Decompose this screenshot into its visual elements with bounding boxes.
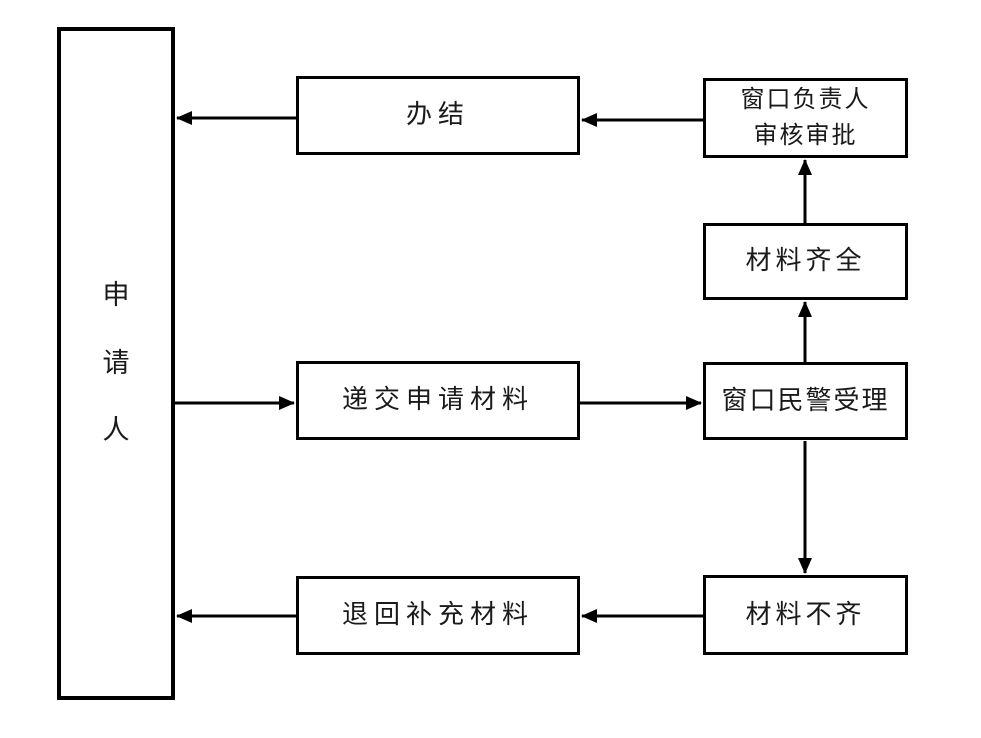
node-window-leader-review: 窗口负责人 审核审批 <box>703 78 908 158</box>
node-return-supplement-label: 退回补充材料 <box>341 600 534 630</box>
node-materials-incomplete: 材料不齐 <box>703 575 908 655</box>
node-window-leader-line2: 审核审批 <box>753 123 858 149</box>
node-materials-complete: 材料齐全 <box>703 223 908 300</box>
node-materials-incomplete-label: 材料不齐 <box>745 599 866 629</box>
node-window-leader-label: 窗口负责人 审核审批 <box>741 85 871 151</box>
node-window-police-accept: 窗口民警受理 <box>703 362 908 440</box>
node-complete: 办结 <box>296 76 580 155</box>
node-window-leader-line1: 窗口负责人 <box>740 87 871 113</box>
node-applicant: 申 请 人 <box>57 27 175 700</box>
node-applicant-char-3: 人 <box>102 415 130 446</box>
node-window-police-label: 窗口民警受理 <box>721 385 890 415</box>
node-complete-label: 办结 <box>405 100 470 130</box>
node-return-supplement: 退回补充材料 <box>296 576 580 655</box>
node-applicant-char-2: 请 <box>102 347 130 378</box>
node-submit-materials: 递交申请材料 <box>296 361 580 440</box>
node-materials-complete-label: 材料齐全 <box>745 246 866 276</box>
node-submit-materials-label: 递交申请材料 <box>341 385 534 415</box>
node-applicant-char-1: 申 <box>102 279 130 310</box>
